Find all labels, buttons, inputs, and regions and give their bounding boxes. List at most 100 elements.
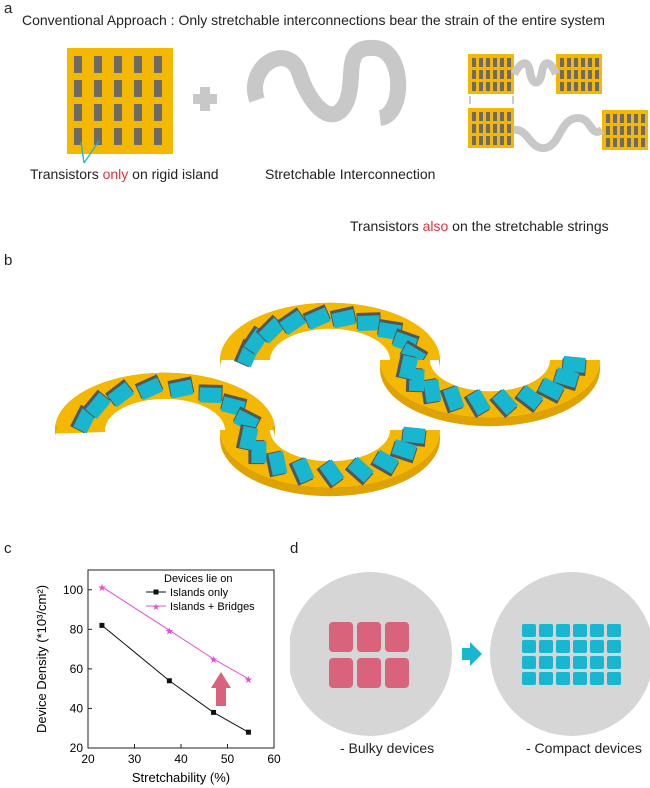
transistor xyxy=(567,82,571,91)
transistor xyxy=(94,104,102,121)
transistor xyxy=(74,128,82,145)
transistor-pointer-arrows xyxy=(80,140,100,164)
transistor xyxy=(562,355,586,373)
transistor xyxy=(620,114,624,123)
transistor xyxy=(114,128,122,145)
bulky-label: - Bulky devices xyxy=(340,740,435,756)
transistor xyxy=(134,80,142,97)
transistor xyxy=(606,138,610,147)
bulky-device xyxy=(329,658,353,688)
legend-label: Islands only xyxy=(170,587,229,599)
transistor xyxy=(357,315,380,331)
transistor xyxy=(595,70,599,79)
compact-device xyxy=(607,656,621,669)
transistor xyxy=(134,104,142,121)
transistor xyxy=(500,124,504,133)
compact-device xyxy=(607,640,621,653)
x-tick-label: 20 xyxy=(81,752,95,766)
transistor xyxy=(94,128,102,145)
compact-device xyxy=(607,672,621,685)
transistor xyxy=(319,459,345,487)
transistor xyxy=(134,56,142,73)
transistor xyxy=(291,457,315,484)
transistor xyxy=(466,389,491,416)
transistor xyxy=(279,310,307,336)
transistor xyxy=(493,70,497,79)
x-tick-label: 30 xyxy=(128,752,142,766)
compact-device xyxy=(522,656,536,669)
compact-device xyxy=(573,656,587,669)
transistor xyxy=(613,138,617,147)
compact-device xyxy=(522,640,536,653)
transistor xyxy=(574,58,578,67)
x-tick-label: 40 xyxy=(174,752,188,766)
transistor xyxy=(567,58,571,67)
transistor xyxy=(613,114,617,123)
transistor xyxy=(493,58,497,67)
stretched-system xyxy=(468,54,648,152)
transistor xyxy=(154,56,162,73)
compact-device xyxy=(539,656,553,669)
transistor xyxy=(507,70,511,79)
data-point: ★ xyxy=(244,675,253,686)
transistor xyxy=(199,387,222,403)
compact-label: - Compact devices xyxy=(526,740,642,756)
right-arrow-icon xyxy=(462,642,482,666)
transistor xyxy=(472,112,476,121)
panel-d-graphics xyxy=(290,572,650,736)
transistor xyxy=(634,114,638,123)
transistor xyxy=(581,70,585,79)
transistor xyxy=(479,58,483,67)
transistor xyxy=(500,82,504,91)
transistor xyxy=(507,58,511,67)
transistor xyxy=(423,378,442,403)
legend-marker xyxy=(153,589,159,595)
compact-device xyxy=(522,624,536,637)
data-point xyxy=(245,729,251,735)
transistor xyxy=(391,439,418,461)
legend-marker: ★ xyxy=(152,602,160,612)
y-tick-label: 60 xyxy=(70,662,84,676)
compact-wafer xyxy=(490,572,650,736)
compact-device xyxy=(556,640,570,653)
transistor xyxy=(581,58,585,67)
transistor xyxy=(507,112,511,121)
transistor xyxy=(500,58,504,67)
compact-device xyxy=(556,672,570,685)
series-line xyxy=(101,624,249,733)
transistor xyxy=(479,136,483,145)
transistor xyxy=(606,114,610,123)
transistor xyxy=(560,70,564,79)
bulky-device xyxy=(385,622,409,652)
strip-top xyxy=(380,360,600,418)
transistor xyxy=(581,82,585,91)
transistor xyxy=(620,138,624,147)
transistor xyxy=(472,124,476,133)
panel-a-graphics xyxy=(67,39,648,164)
transistor xyxy=(486,82,490,91)
transistor xyxy=(560,58,564,67)
compact-device xyxy=(556,656,570,669)
transistor xyxy=(372,449,400,474)
transistor xyxy=(595,82,599,91)
transistor xyxy=(402,426,426,444)
transistor xyxy=(74,104,82,121)
compact-device xyxy=(590,624,604,637)
legend-title: Devices lie on xyxy=(164,573,232,585)
transistor xyxy=(553,367,580,388)
compact-device xyxy=(539,624,553,637)
transistor xyxy=(507,82,511,91)
transistor xyxy=(627,138,631,147)
transistor xyxy=(500,136,504,145)
compact-device xyxy=(522,672,536,685)
x-tick-label: 50 xyxy=(221,752,235,766)
transistor xyxy=(472,82,476,91)
data-point xyxy=(166,678,172,684)
series-line xyxy=(101,586,249,680)
transistor xyxy=(567,70,571,79)
transistor xyxy=(154,128,162,145)
transistor xyxy=(479,112,483,121)
transistor xyxy=(486,124,490,133)
transistor xyxy=(398,355,419,380)
